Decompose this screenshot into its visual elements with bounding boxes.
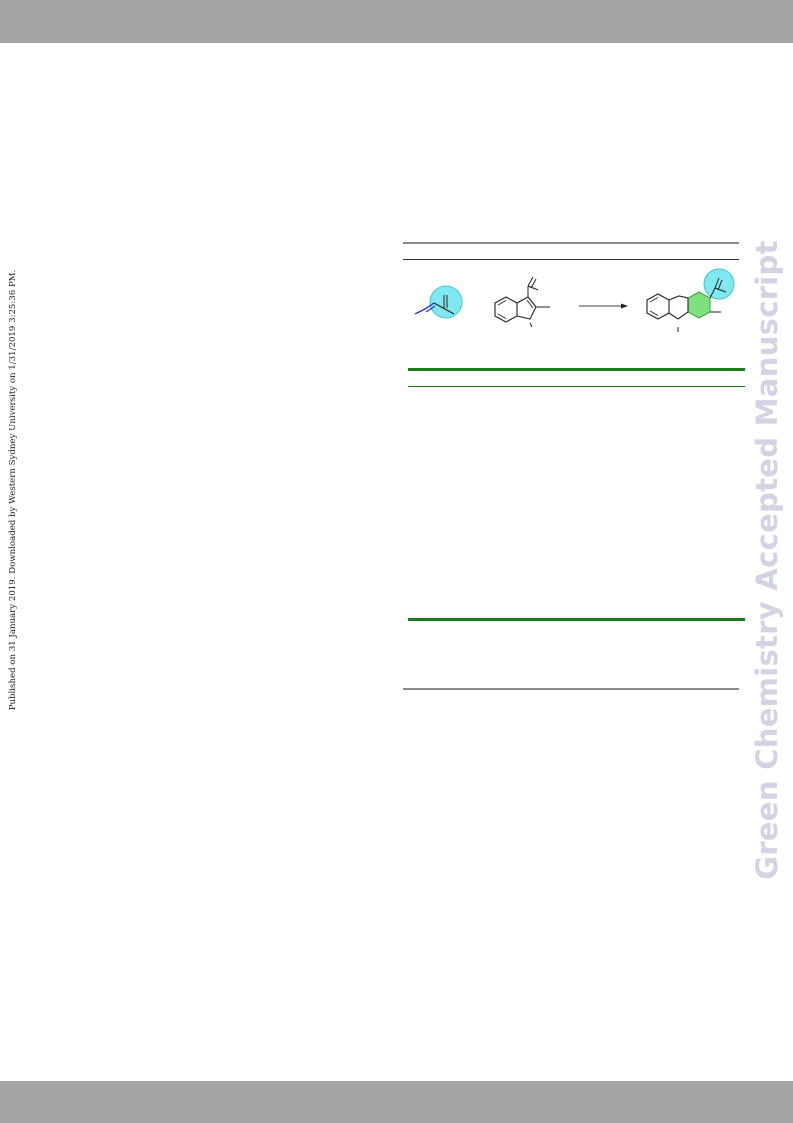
product-left-inner-b <box>649 310 659 316</box>
carbazole-product <box>646 268 735 332</box>
journal-watermark-text: Green Chemistry Accepted Manuscript <box>750 240 784 880</box>
product-acyl-oxygen-b <box>717 279 723 291</box>
reaction-scheme <box>414 268 735 332</box>
enone-chain <box>414 302 435 315</box>
reaction-arrow <box>579 303 628 309</box>
indole-acyl-oxygen-b <box>530 278 537 289</box>
table-body-bottom-rule <box>408 618 745 621</box>
enone-double-bond <box>425 305 436 313</box>
product-pyrrole-ring <box>668 295 689 320</box>
indole-reactant <box>494 276 550 328</box>
table-bottom-rule <box>403 688 739 690</box>
enone-carbonyl-chain <box>433 302 455 315</box>
table-header-rule-bottom <box>408 386 745 387</box>
product-acyl-oxygen-a <box>714 277 720 289</box>
product-left-inner-a <box>649 297 659 303</box>
scheme-top-rule <box>403 259 739 260</box>
indole-acyl-methyl <box>527 285 539 291</box>
product-new-ring-highlight <box>687 291 711 319</box>
enone-reactant <box>414 285 463 319</box>
table-top-rule <box>403 242 739 244</box>
indole-n-substituent <box>529 322 533 328</box>
page-footer-band <box>0 1081 793 1123</box>
indole-benzene-inner-a <box>497 300 507 306</box>
table-header-rule-top <box>408 368 745 371</box>
reaction-arrow-head <box>621 303 628 309</box>
publication-note-text: Published on 31 January 2019. Downloaded… <box>8 269 18 711</box>
indole-acyl-oxygen-a <box>527 276 534 287</box>
page-header-band <box>0 0 793 43</box>
enone-carbonyl-highlight <box>429 285 463 319</box>
indole-benzene-inner-b <box>497 313 507 319</box>
product-acyl-highlight <box>703 268 735 300</box>
product-acyl-methyl <box>714 287 727 293</box>
indole-pyrrole-double <box>526 299 534 309</box>
product-acyl-bond <box>709 287 716 299</box>
indole-pyrrole-ring <box>516 296 537 320</box>
